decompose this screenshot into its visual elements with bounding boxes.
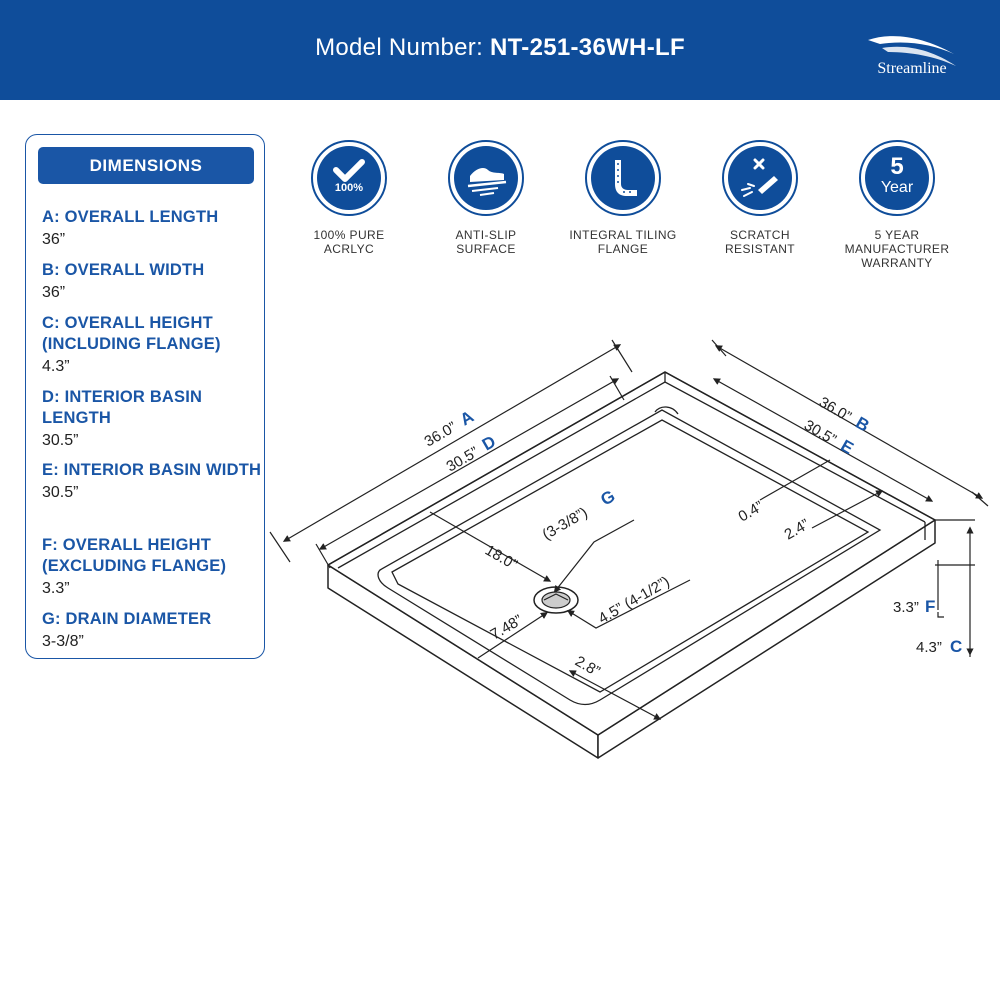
dim-line-drain-offset [429, 511, 552, 582]
feature-circle [585, 140, 661, 216]
dim-c-letter: C [950, 637, 962, 656]
brand-name: Streamline [877, 60, 947, 77]
warranty-icon: 5 Year [865, 146, 929, 210]
dim-a-letter: A [457, 407, 477, 430]
dim-f-letter: F [925, 597, 935, 616]
spec-value: 36” [42, 231, 66, 248]
dim-line-flange-top [759, 459, 831, 501]
spec-key: A: OVERALL LENGTH [42, 208, 219, 226]
dim-a-value: 36.0” [422, 419, 460, 451]
dim-line-d [318, 378, 620, 550]
model-number-heading: Model Number: NT-251-36WH-LF [0, 34, 1000, 62]
dim-d-letter: D [479, 432, 499, 455]
feature-anti-slip: ANTI-SLIP SURFACE [421, 140, 551, 256]
feature-label: 5 YEAR MANUFACTURER WARRANTY [844, 228, 950, 270]
feature-label: INTEGRAL TILING FLANGE [569, 228, 677, 256]
feature-tiling-flange: INTEGRAL TILING FLANGE [558, 140, 688, 256]
checkmark-icon [333, 159, 365, 182]
dim-line-drain-front [477, 612, 549, 659]
dim-leader-drain-size [566, 579, 691, 629]
header-bar: Model Number: NT-251-36WH-LF Streamline [0, 0, 1000, 100]
dim-line-front-lip [568, 670, 662, 720]
feature-label: SCRATCH RESISTANT [724, 228, 796, 256]
feature-circle: 100% [311, 140, 387, 216]
spec-key: D: INTERIOR BASIN LENGTH [42, 388, 203, 427]
dimension-lines [269, 339, 989, 720]
dim-c-value: 4.3” [916, 639, 942, 656]
feature-circle [722, 140, 798, 216]
anti-slip-shoe-icon [467, 168, 507, 196]
dimensions-title: DIMENSIONS [38, 147, 254, 184]
dim-leader-g [553, 519, 635, 593]
dimensions-panel: DIMENSIONS A: OVERALL LENGTH 36” B: OVER… [25, 134, 265, 659]
badge-100-percent: 100% [334, 182, 364, 194]
dim-d-value: 30.5” [444, 444, 482, 476]
drain-icon [533, 586, 579, 614]
scratch-resistant-icon [741, 158, 778, 197]
spec-item: G: DRAIN DIAMETER 3-3/8” [42, 609, 264, 652]
spec-key: G: DRAIN DIAMETER [42, 610, 212, 628]
warranty-years-text: Year [880, 179, 914, 196]
feature-warranty: 5 Year 5 YEAR MANUFACTURER WARRANTY [832, 140, 962, 270]
spec-value: 3-3/8” [42, 633, 84, 650]
spec-item: D: INTERIOR BASIN LENGTH 30.5” [42, 387, 264, 451]
spec-item: A: OVERALL LENGTH 36” [42, 207, 264, 250]
spec-item: E: INTERIOR BASIN WIDTH 30.5” [42, 460, 264, 503]
shower-base-body [327, 371, 936, 759]
spec-value: 30.5” [42, 484, 79, 501]
feature-label: ANTI-SLIP SURFACE [455, 228, 517, 256]
spec-key: C: OVERALL HEIGHT (INCLUDING FLANGE) [42, 314, 221, 353]
dim-line-flange-side [811, 490, 884, 529]
dim-f-value: 3.3” [893, 599, 919, 616]
dim-e-letter: E [837, 436, 856, 458]
feature-scratch-resistant: SCRATCH RESISTANT [695, 140, 825, 256]
feature-pure-acrylic: 100% 100% PURE ACRLYC [284, 140, 414, 256]
tiling-flange-icon [615, 160, 637, 196]
spec-value: 3.3” [42, 580, 70, 597]
model-number-label: Model Number: [315, 34, 484, 61]
spec-value: 30.5” [42, 432, 79, 449]
feature-label: 100% PURE ACRLYC [313, 228, 385, 256]
feature-circle [448, 140, 524, 216]
spec-item: F: OVERALL HEIGHT (EXCLUDING FLANGE) 3.3… [42, 535, 264, 599]
spec-item: B: OVERALL WIDTH 36” [42, 260, 264, 303]
dim-b-value: 36.0” [816, 394, 854, 426]
spec-key: F: OVERALL HEIGHT (EXCLUDING FLANGE) [42, 536, 227, 575]
feature-circle: 5 Year [859, 140, 935, 216]
dim-line-e [712, 378, 934, 502]
spec-value: 36” [42, 284, 66, 301]
dim-b-letter: B [852, 413, 872, 436]
spec-key: B: OVERALL WIDTH [42, 261, 205, 279]
model-number-value: NT-251-36WH-LF [490, 34, 685, 61]
streamline-logo-icon [868, 36, 956, 66]
warranty-years-number: 5 [890, 153, 904, 180]
spec-item: C: OVERALL HEIGHT (INCLUDING FLANGE) 4.3… [42, 313, 264, 377]
dim-e-value: 30.5” [801, 417, 839, 449]
spec-key: E: INTERIOR BASIN WIDTH [42, 461, 262, 479]
spec-value: 4.3” [42, 358, 70, 375]
